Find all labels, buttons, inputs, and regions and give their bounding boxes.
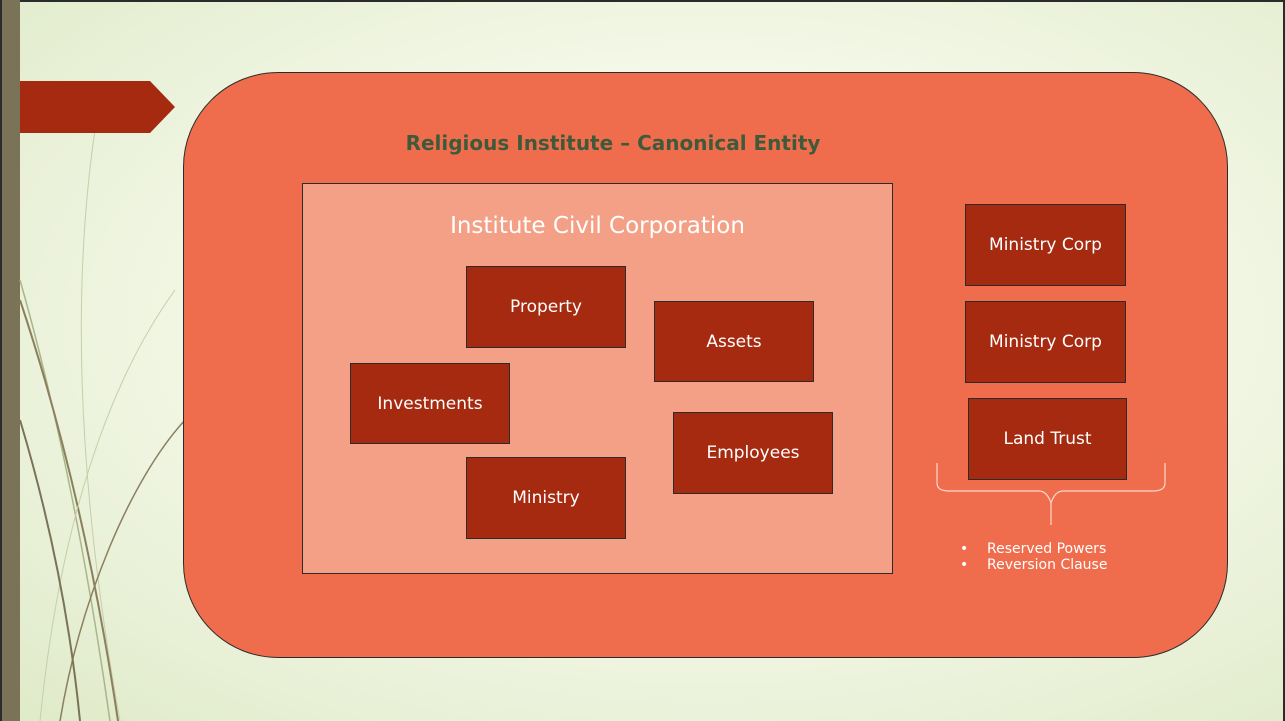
bullet-item: • Reserved Powers — [960, 541, 1107, 557]
employees-box: Employees — [673, 412, 833, 494]
civil-corporation-title: Institute Civil Corporation — [450, 213, 745, 239]
land-trust-box: Land Trust — [968, 398, 1127, 480]
bullet-marker: • — [960, 557, 969, 573]
bullet-text: Reserved Powers — [987, 541, 1107, 557]
grouping-brace — [936, 463, 1166, 525]
left-accent-bar — [0, 0, 20, 721]
assets-box: Assets — [654, 301, 814, 382]
slide-top-border — [0, 0, 1285, 2]
brace-bullet-list: • Reserved Powers • Reversion Clause — [960, 541, 1107, 573]
bullet-text: Reversion Clause — [987, 557, 1108, 573]
decorative-swirls — [19, 129, 186, 721]
ministry-corp-box: Ministry Corp — [965, 301, 1126, 383]
ministry-corp-box: Ministry Corp — [965, 204, 1126, 286]
bullet-marker: • — [960, 541, 969, 557]
canonical-entity-title: Religious Institute – Canonical Entity — [405, 131, 821, 155]
title-arrow-tab — [20, 81, 175, 133]
ministry-box: Ministry — [466, 457, 626, 539]
bullet-item: • Reversion Clause — [960, 557, 1107, 573]
investments-box: Investments — [350, 363, 510, 444]
property-box: Property — [466, 266, 626, 348]
slide-right-border — [1283, 0, 1285, 721]
